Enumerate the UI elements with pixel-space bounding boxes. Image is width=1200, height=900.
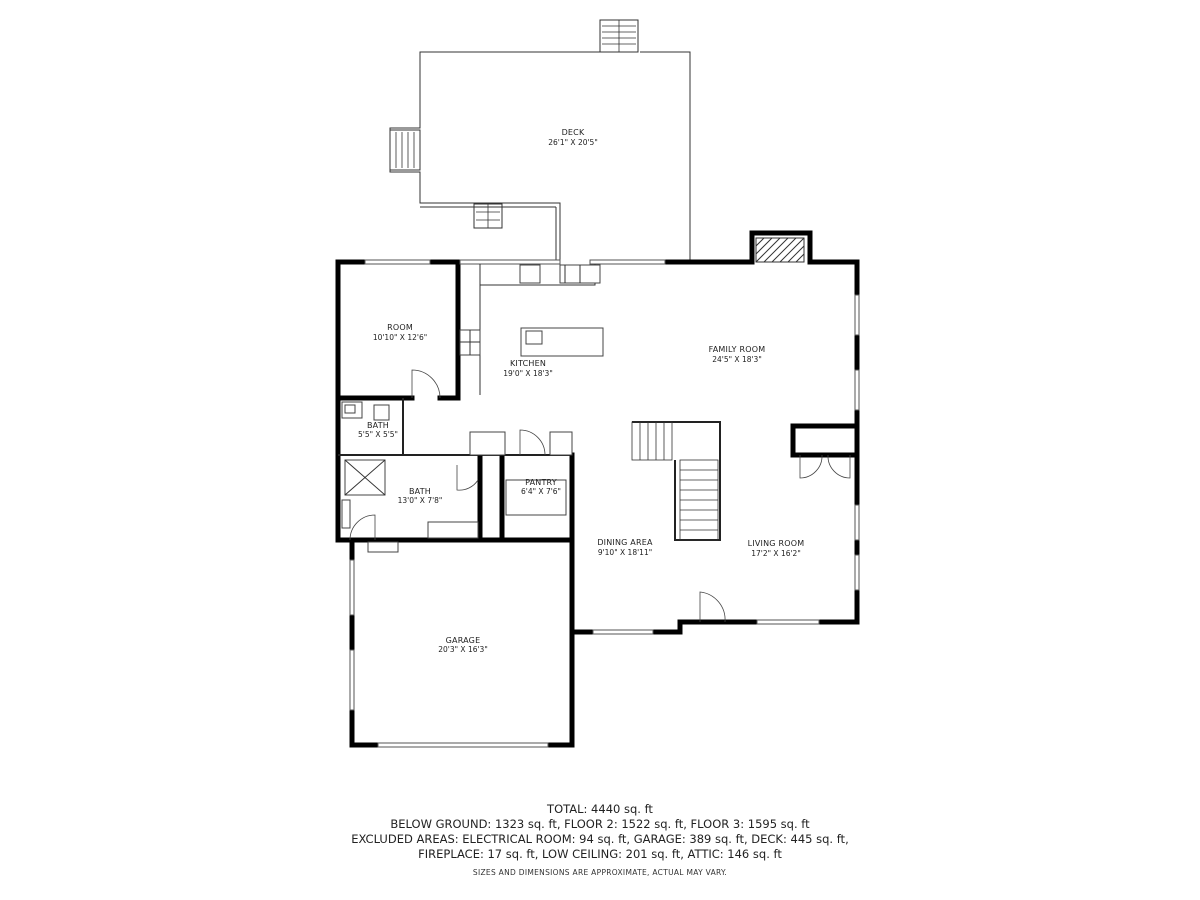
kitchen-fixtures (459, 264, 604, 456)
interior-walls (335, 259, 860, 543)
room-label: ROOM (387, 323, 413, 332)
bath-dims: 13'0" x 7'8" (398, 496, 443, 505)
excluded-areas-cont: FIREPLACE: 17 sq. ft, LOW CEILING: 201 s… (418, 847, 782, 861)
deck-outline (389, 19, 691, 262)
total-area: TOTAL: 4440 sq. ft (547, 802, 653, 816)
living-room-label: LIVING ROOM (748, 539, 805, 548)
excluded-areas: EXCLUDED AREAS: ELECTRICAL ROOM: 94 sq. … (351, 832, 849, 846)
bath-small-label: BATH (367, 421, 389, 430)
deck-stairs-top (599, 19, 639, 53)
room-dims: 10'10" x 12'6" (373, 333, 427, 342)
bath-fixtures (341, 401, 567, 553)
dining-area-dims: 9'10" x 18'11" (598, 548, 652, 557)
interior-stairs (631, 421, 719, 541)
dining-area-label: DINING AREA (597, 538, 653, 547)
bath-small-dims: 5'5" x 5'5" (358, 430, 398, 439)
pantry-dims: 6'4" x 7'6" (521, 487, 561, 496)
bath-label: BATH (409, 487, 431, 496)
fireplace (755, 237, 805, 263)
deck-steps-lower (473, 203, 503, 229)
family-room-label: FAMILY ROOM (709, 345, 766, 354)
area-summary: TOTAL: 4440 sq. ft BELOW GROUND: 1323 sq… (0, 802, 1200, 862)
windows (349, 259, 860, 748)
kitchen-label: KITCHEN (510, 359, 546, 368)
kitchen-dims: 19'0" x 18'3" (503, 369, 553, 378)
garage-dims: 20'3" x 16'3" (438, 645, 488, 654)
pantry-label: PANTRY (525, 478, 557, 487)
disclaimer: SIZES AND DIMENSIONS ARE APPROXIMATE, AC… (472, 868, 728, 877)
doors (349, 369, 851, 623)
deck-dims: 26'1" x 20'5" (548, 138, 598, 147)
deck-label: DECK (562, 128, 585, 137)
garage-label: GARAGE (446, 636, 481, 645)
deck-stairs-left (389, 129, 421, 171)
family-room-dims: 24'5" x 18'3" (712, 355, 762, 364)
floor-areas: BELOW GROUND: 1323 sq. ft, FLOOR 2: 1522… (390, 817, 810, 831)
living-room-dims: 17'2" x 16'2" (751, 549, 801, 558)
